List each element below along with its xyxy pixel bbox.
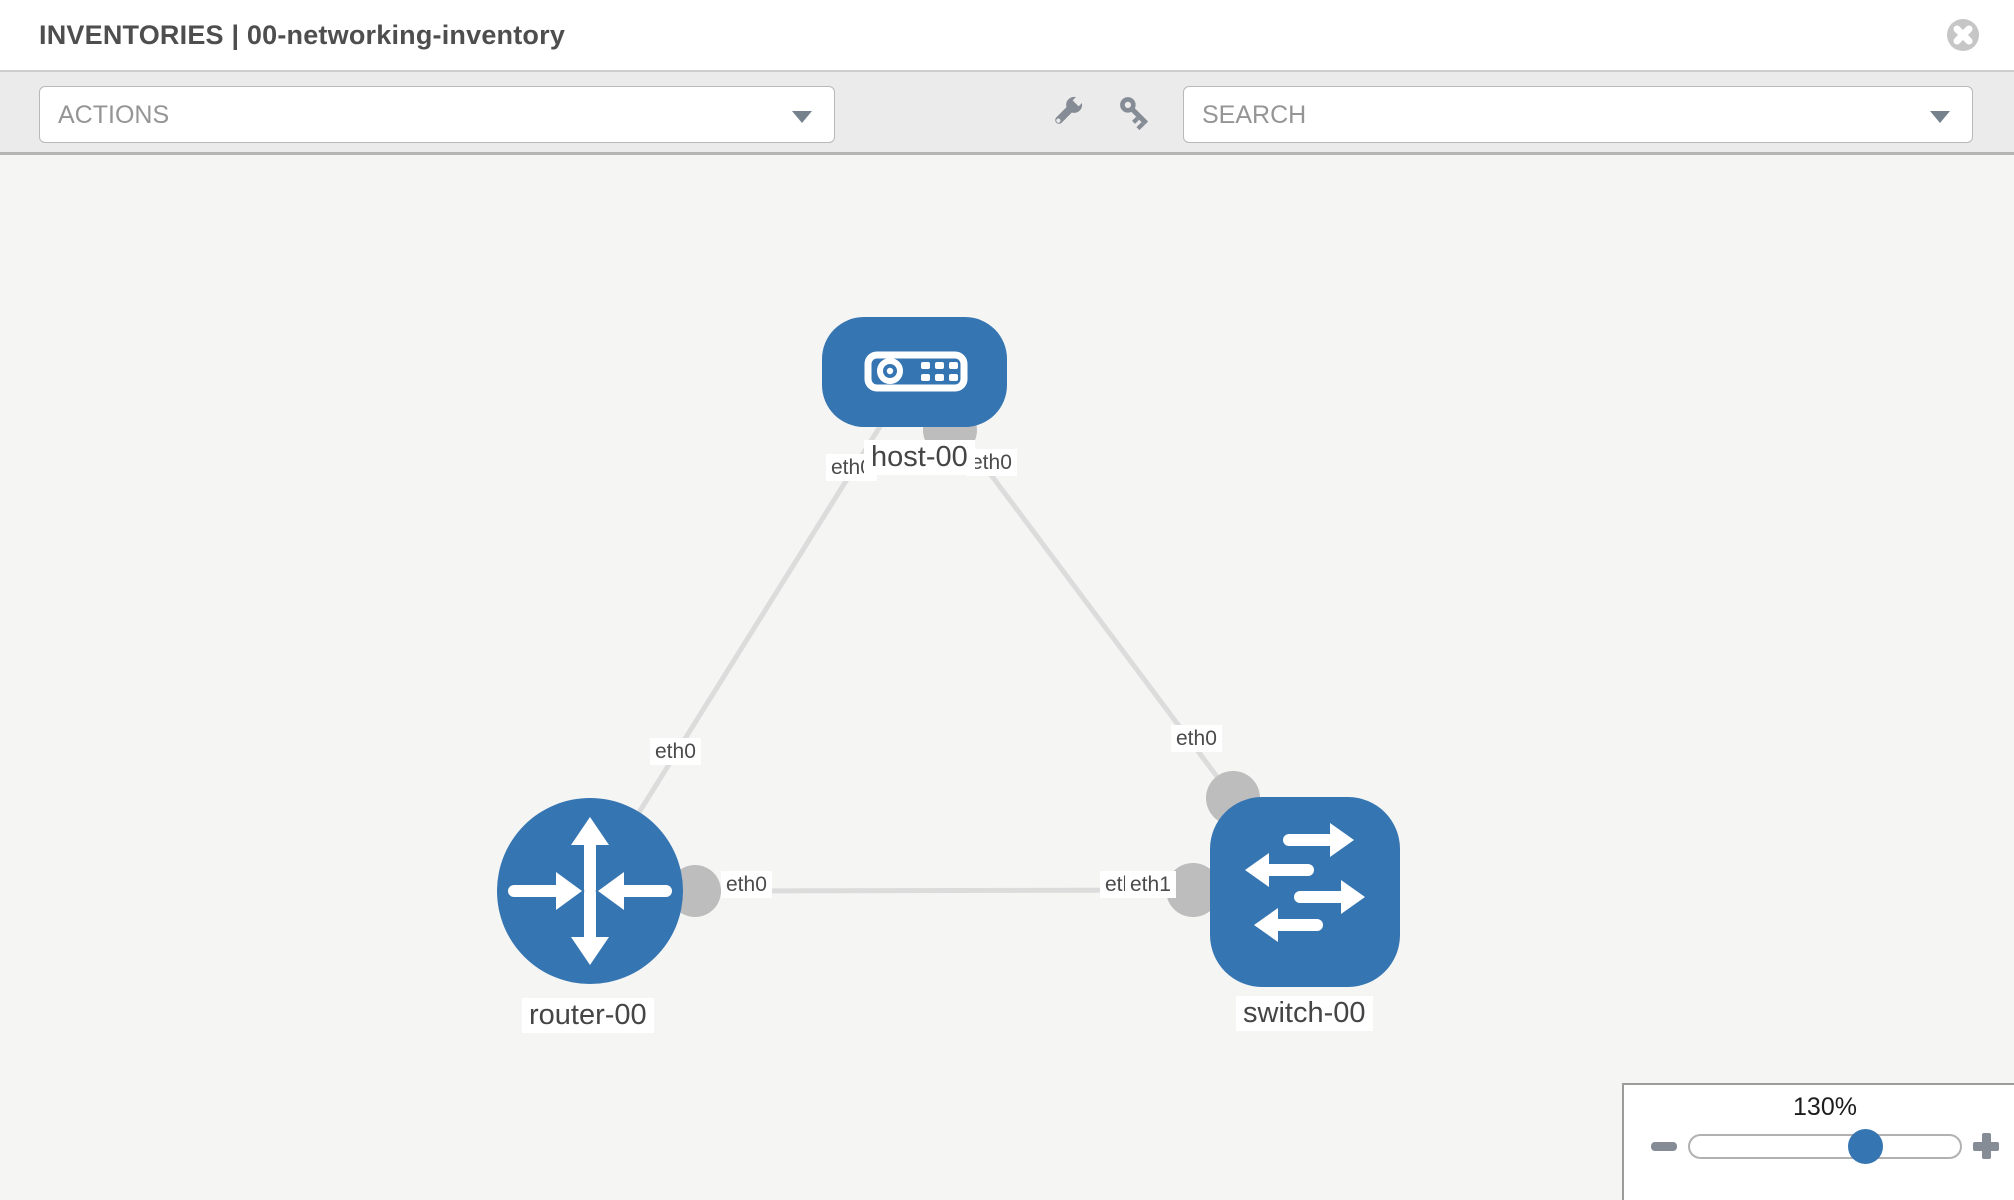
header: INVENTORIES | 00-networking-inventory — [0, 0, 2014, 72]
zoom-out-button[interactable] — [1651, 1142, 1677, 1151]
chevron-down-icon — [792, 111, 812, 123]
switch-arrows-icon — [1245, 823, 1365, 942]
actions-dropdown[interactable]: ACTIONS — [39, 86, 835, 143]
zoom-level-value: 130% — [1793, 1093, 1857, 1121]
node-router[interactable] — [497, 798, 683, 984]
server-icon — [864, 351, 968, 392]
interface-dot-switch-left — [1166, 863, 1220, 917]
toolbar: ACTIONS — [0, 72, 2014, 155]
interface-label: eth0 — [721, 871, 772, 898]
close-button[interactable] — [1946, 18, 1980, 52]
wrench-icon — [1046, 93, 1088, 136]
key-icon — [1114, 96, 1156, 136]
router-arrows-icon — [508, 817, 672, 965]
zoom-control-panel: 130% — [1622, 1083, 2014, 1200]
zoom-slider-handle[interactable] — [1848, 1129, 1883, 1164]
credentials-button[interactable] — [1112, 90, 1158, 136]
node-label-switch: switch-00 — [1236, 996, 1373, 1031]
search-dropdown[interactable]: SEARCH — [1183, 86, 1973, 143]
interface-label: eth1 — [1125, 871, 1176, 898]
interface-label: eth0 — [1171, 725, 1222, 752]
node-host[interactable] — [822, 317, 1007, 427]
interface-label: eth0 — [826, 454, 877, 481]
node-label-host: host-00 — [864, 440, 975, 475]
interface-label: eth0 — [1100, 871, 1127, 898]
configure-button[interactable] — [1044, 90, 1090, 136]
times-circle-icon — [1946, 19, 1980, 55]
interface-label: eth0 — [650, 738, 701, 765]
page-title: INVENTORIES | 00-networking-inventory — [39, 20, 566, 50]
zoom-slider-track[interactable] — [1688, 1134, 1962, 1159]
zoom-in-button[interactable] — [1973, 1133, 1999, 1159]
node-label-router: router-00 — [522, 998, 654, 1033]
actions-dropdown-label: ACTIONS — [58, 101, 170, 129]
node-switch[interactable] — [1210, 797, 1400, 987]
topology-canvas[interactable]: eth0 eth0 eth0 eth0 eth0 eth0 eth1 host-… — [0, 155, 2014, 1200]
chevron-down-icon — [1930, 111, 1950, 123]
search-dropdown-label: SEARCH — [1202, 101, 1307, 129]
